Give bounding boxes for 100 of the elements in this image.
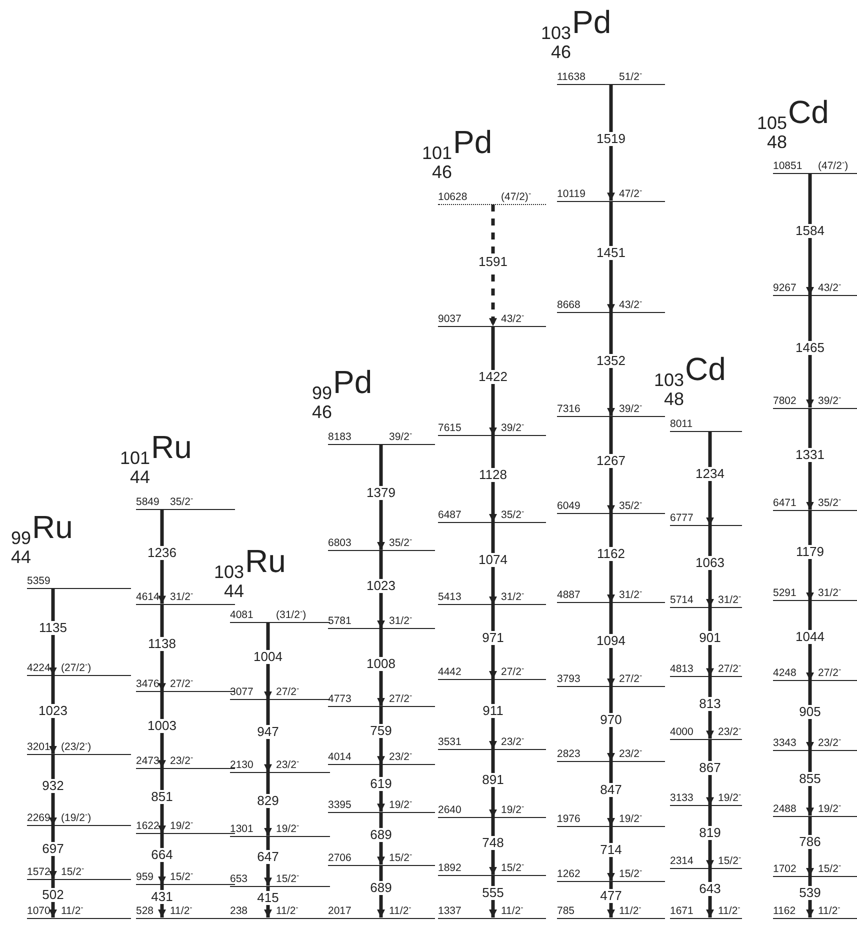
level-energy: 4248 bbox=[773, 668, 796, 680]
edge-label: 1236 bbox=[146, 546, 178, 560]
level-energy: 6471 bbox=[773, 498, 796, 509]
energy-level bbox=[438, 314, 546, 328]
energy-level bbox=[773, 906, 857, 918]
edge-label: 1063 bbox=[694, 556, 726, 570]
edge-label: 1138 bbox=[147, 636, 177, 651]
level-energy: 1892 bbox=[438, 862, 462, 874]
spin-parity: 39/2$^{-}$ bbox=[818, 396, 842, 407]
level-energy: 1162 bbox=[773, 906, 796, 916]
transition-arrow bbox=[489, 604, 497, 680]
spin-parity: 35/2$^{-}$ bbox=[170, 496, 194, 508]
level-energy: 6777 bbox=[670, 513, 694, 524]
transition-arrow bbox=[607, 312, 615, 416]
transition-arrow bbox=[49, 754, 57, 826]
transition-arrow bbox=[377, 865, 385, 918]
transition-arrow bbox=[607, 201, 615, 312]
transition-arrow bbox=[607, 686, 615, 761]
spin-parity: 31/2$^{-}$ bbox=[389, 616, 412, 628]
spin-parity: 39/2$^{-}$ bbox=[619, 404, 642, 415]
edge-label: 1465 bbox=[794, 340, 826, 355]
transition-arrow bbox=[806, 750, 814, 816]
spin-parity: 27/2$^{-}$ bbox=[718, 664, 742, 676]
spin-parity: 15/2$^{-}$ bbox=[501, 862, 524, 874]
transition-arrow bbox=[607, 416, 615, 514]
edge-label: 847 bbox=[599, 783, 623, 797]
energy-level bbox=[773, 396, 857, 409]
energy-level bbox=[670, 594, 742, 608]
energy-level bbox=[328, 852, 435, 866]
level-energy: 4014 bbox=[328, 752, 352, 764]
level-energy: 4887 bbox=[557, 590, 580, 602]
edge-label: 1519 bbox=[596, 132, 626, 146]
edge-label: 932 bbox=[41, 779, 65, 794]
edge-label: 1044 bbox=[794, 630, 826, 644]
spin-parity: 23/2$^{-}$ bbox=[170, 756, 194, 768]
energy-level bbox=[328, 432, 435, 445]
transition-arrow bbox=[706, 868, 714, 918]
transition-arrow bbox=[264, 700, 272, 772]
spin-parity: 47/2$^{-}$ bbox=[619, 188, 642, 200]
edge-label: 1179 bbox=[795, 544, 825, 559]
edge-label: 901 bbox=[698, 631, 722, 646]
energy-level bbox=[670, 726, 742, 740]
edge-label: 539 bbox=[798, 886, 822, 900]
energy-level bbox=[773, 498, 857, 511]
level-energy: 5849 bbox=[136, 496, 160, 508]
edge-label: 905 bbox=[798, 704, 822, 719]
energy-level bbox=[438, 423, 546, 436]
transition-arrow bbox=[377, 444, 385, 550]
edge-label: 431 bbox=[150, 890, 174, 904]
edge-label: 477 bbox=[599, 888, 623, 903]
level-energy: 10851 bbox=[773, 161, 802, 172]
spin-parity: 39/2$^{-}$ bbox=[501, 423, 524, 434]
spin-parity: 19/2$^{-}$ bbox=[389, 800, 412, 811]
energy-level bbox=[438, 667, 546, 680]
edge-label: 1591 bbox=[478, 254, 508, 269]
edge-label: 502 bbox=[41, 888, 65, 902]
energy-level bbox=[27, 813, 131, 826]
transition-arrow bbox=[489, 436, 497, 522]
level-energy: 3531 bbox=[438, 737, 462, 748]
level-energy: 4442 bbox=[438, 667, 462, 678]
edge-label: 1023 bbox=[38, 704, 68, 718]
spin-parity: 27/2$^{-}$ bbox=[501, 667, 524, 678]
energy-level bbox=[670, 513, 742, 526]
spin-parity: 11/2$^{-}$ bbox=[389, 906, 412, 916]
energy-level bbox=[557, 674, 665, 688]
level-energy: 5359 bbox=[27, 576, 50, 588]
level-energy: 6049 bbox=[557, 501, 580, 512]
transition-arrow bbox=[489, 875, 497, 918]
spin-parity: 35/2$^{-}$ bbox=[619, 501, 642, 512]
level-energy: 3077 bbox=[230, 687, 254, 698]
edge-label: 714 bbox=[599, 842, 623, 857]
edge-label: 1004 bbox=[252, 650, 284, 664]
energy-level bbox=[230, 824, 330, 837]
spin-parity: 11/2$^{-}$ bbox=[501, 906, 524, 916]
energy-level bbox=[438, 906, 546, 918]
level-energy: 8668 bbox=[557, 300, 580, 312]
spin-parity: 39/2$^{-}$ bbox=[389, 432, 412, 443]
energy-level bbox=[773, 588, 857, 602]
transition-arrow bbox=[377, 706, 385, 764]
edge-label: 1074 bbox=[478, 552, 508, 567]
spin-parity: (47/2)$^{-}$ bbox=[501, 192, 532, 203]
energy-level bbox=[27, 906, 131, 918]
transition-arrow bbox=[607, 514, 615, 602]
level-energy: 8183 bbox=[328, 432, 352, 443]
transition-arrow bbox=[706, 608, 714, 676]
edge-label: 813 bbox=[698, 696, 722, 711]
spin-parity: 11/2$^{-}$ bbox=[276, 906, 298, 916]
edge-label: 1003 bbox=[146, 719, 178, 734]
edge-label: 1023 bbox=[366, 578, 396, 593]
spin-parity: 43/2$^{-}$ bbox=[501, 314, 524, 326]
energy-level bbox=[27, 663, 131, 676]
energy-level bbox=[670, 856, 742, 870]
level-energy: 7316 bbox=[557, 404, 580, 415]
spin-parity: 19/2$^{-}$ bbox=[170, 821, 194, 832]
spin-parity: 35/2$^{-}$ bbox=[818, 498, 842, 509]
transition-arrow bbox=[158, 768, 166, 834]
edge-label: 947 bbox=[256, 725, 280, 740]
edge-label: 1584 bbox=[794, 224, 826, 238]
transition-arrow bbox=[158, 884, 166, 918]
transition-arrow bbox=[607, 84, 615, 201]
